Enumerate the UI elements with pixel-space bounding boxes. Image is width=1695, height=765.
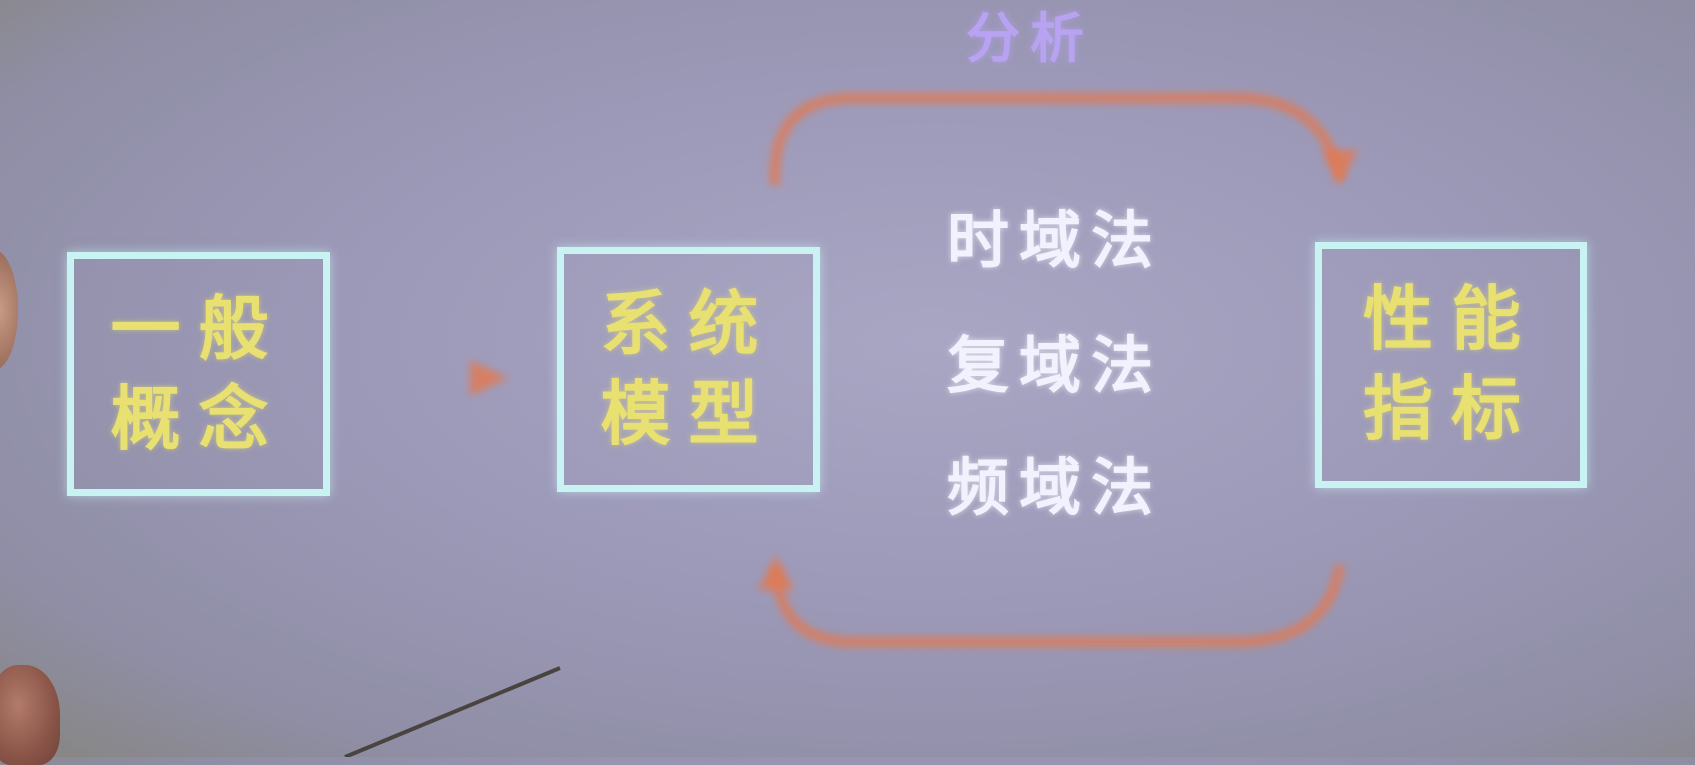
top-arc-arrowhead <box>1322 150 1358 185</box>
bottom-blurred-label <box>945 672 1145 742</box>
general-concept-line1: 一般 <box>110 287 287 370</box>
performance-index-line2: 指标 <box>1363 367 1539 450</box>
analysis-label: 分析 <box>966 6 1094 70</box>
system-model-line2: 模型 <box>600 372 777 455</box>
frequency-domain-method: 频域法 <box>946 451 1163 524</box>
concept-to-model-arrowhead <box>470 360 508 396</box>
bottom-arc-arrowhead <box>758 555 794 590</box>
performance-index-line1: 性能 <box>1363 277 1539 360</box>
pointer-stick <box>344 666 561 757</box>
general-concept-line2: 概念 <box>110 377 287 460</box>
presenter-hand <box>0 665 60 765</box>
system-model-box: 系统 模型 <box>557 247 820 492</box>
performance-index-box: 性能 指标 <box>1315 242 1587 488</box>
time-domain-method: 时域法 <box>946 204 1163 277</box>
complex-domain-method: 复域法 <box>946 329 1163 402</box>
general-concept-box: 一般 概念 <box>67 252 330 496</box>
presenter-head <box>0 250 18 370</box>
system-model-line1: 系统 <box>600 282 777 365</box>
bottom-feedback-arc <box>771 564 1345 647</box>
top-feedback-arc <box>769 93 1345 186</box>
